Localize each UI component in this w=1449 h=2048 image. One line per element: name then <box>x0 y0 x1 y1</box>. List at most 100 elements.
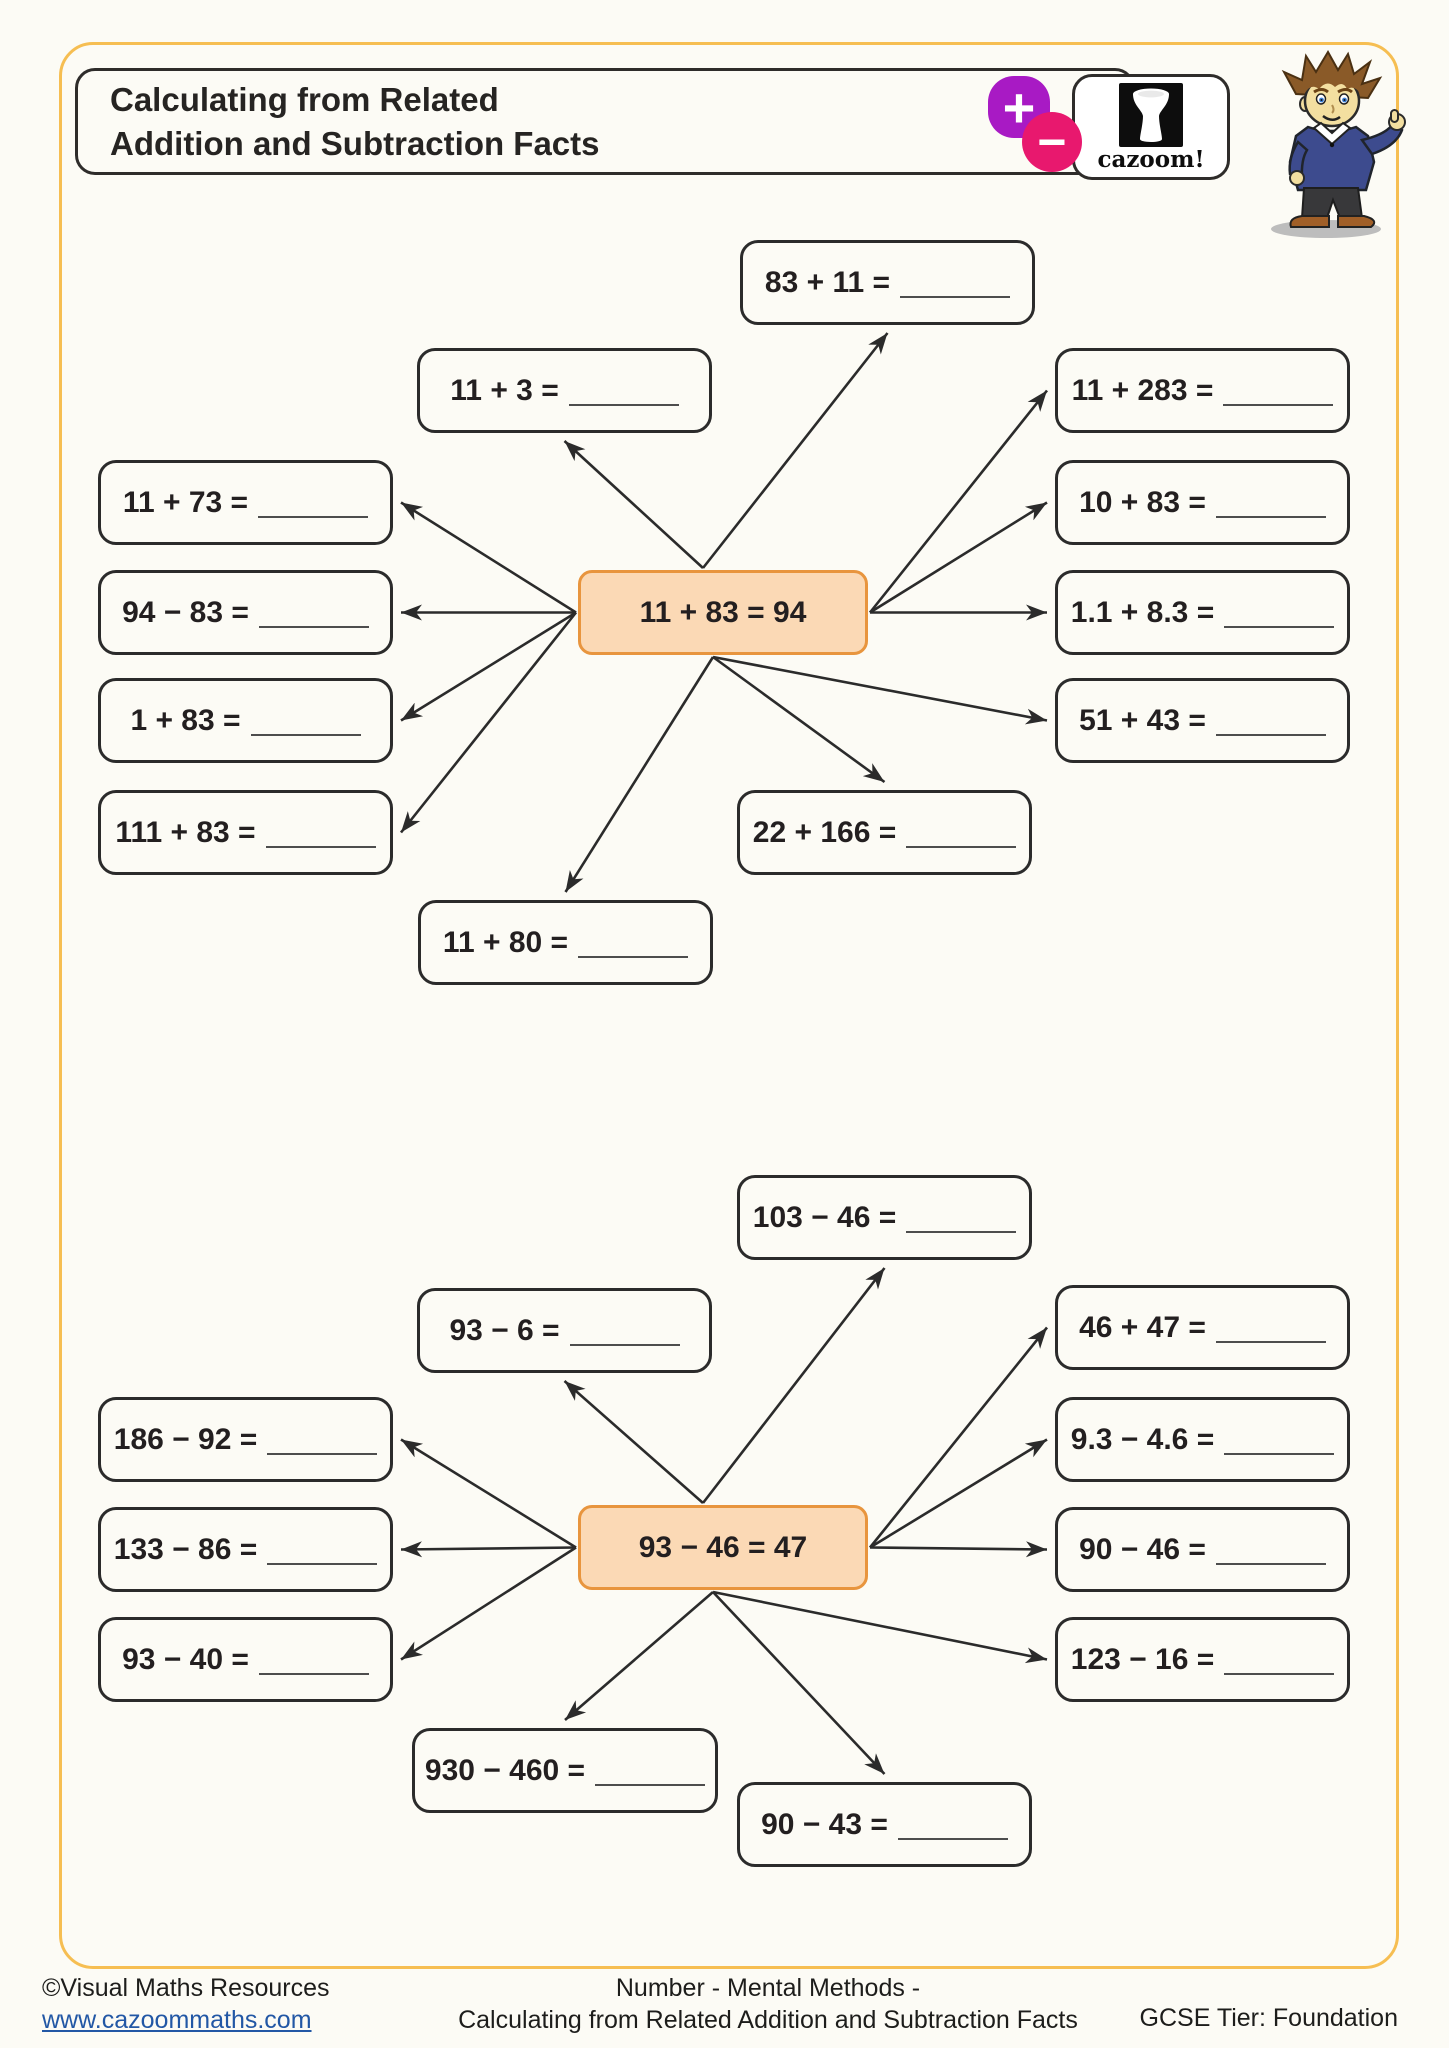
fact-box: 103 − 46 = <box>737 1175 1032 1260</box>
relation-arrow <box>563 440 704 569</box>
relation-arrow <box>701 1267 886 1504</box>
answer-blank <box>906 1230 1017 1233</box>
answer-blank <box>258 625 369 628</box>
title-box: Calculating from Related Addition and Su… <box>75 68 1135 175</box>
answer-blank <box>1223 403 1334 406</box>
fact-label: 90 − 43 = <box>761 1807 888 1841</box>
relation-arrow <box>712 655 886 784</box>
fact-label: 186 − 92 = <box>113 1422 258 1456</box>
fact-box: 11 + 3 = <box>417 348 712 433</box>
fact-box: 51 + 43 = <box>1055 678 1350 763</box>
fact-box: 90 − 43 = <box>737 1782 1032 1867</box>
drum-icon <box>1119 83 1183 147</box>
center-fact-label: 11 + 83 = 94 <box>639 595 807 629</box>
fact-label: 1 + 83 = <box>130 703 241 737</box>
fact-box: 22 + 166 = <box>737 790 1032 875</box>
fact-label: 111 + 83 = <box>115 815 256 849</box>
fact-box: 111 + 83 = <box>98 790 393 875</box>
fact-box: 11 + 80 = <box>418 900 713 985</box>
cazoommaths-link[interactable]: www.cazoommaths.com <box>42 2006 312 2034</box>
page-title-line2: Addition and Subtraction Facts <box>110 124 600 162</box>
fact-label: 93 − 40 = <box>122 1642 249 1676</box>
answer-blank <box>1215 733 1326 736</box>
relation-arrow <box>564 656 715 893</box>
fact-box: 90 − 46 = <box>1055 1507 1350 1592</box>
page-border <box>59 42 1399 1969</box>
fact-box: 93 − 40 = <box>98 1617 393 1702</box>
footer-topic: Number - Mental Methods - Calculating fr… <box>368 1972 1168 2036</box>
answer-blank <box>897 1837 1008 1840</box>
answer-blank <box>1215 515 1326 518</box>
center-fact-label: 93 − 46 = 47 <box>638 1530 808 1564</box>
topic-line1: Number - Mental Methods - <box>615 1974 921 2002</box>
cazoom-logo: cazoom! <box>1072 74 1230 180</box>
relation-arrow <box>869 1541 1048 1558</box>
fact-box: 1 + 83 = <box>98 678 393 763</box>
fact-label: 11 + 73 = <box>122 485 249 519</box>
fact-box: 10 + 83 = <box>1055 460 1350 545</box>
relation-arrow <box>868 389 1049 614</box>
relation-arrow <box>399 611 578 834</box>
answer-blank <box>595 1783 706 1786</box>
relation-arrow <box>400 1438 577 1549</box>
fact-label: 1.1 + 8.3 = <box>1070 595 1215 629</box>
relation-arrow <box>712 1591 886 1775</box>
center-fact-box: 11 + 83 = 94 <box>578 570 868 655</box>
fact-label: 123 − 16 = <box>1070 1642 1215 1676</box>
fact-label: 83 + 11 = <box>764 265 891 299</box>
fact-box: 94 − 83 = <box>98 570 393 655</box>
answer-blank <box>568 403 679 406</box>
fact-box: 930 − 460 = <box>412 1728 718 1813</box>
fact-box: 1.1 + 8.3 = <box>1055 570 1350 655</box>
answer-blank <box>258 1672 369 1675</box>
center-fact-box: 93 − 46 = 47 <box>578 1505 868 1590</box>
relation-arrow <box>712 1590 1048 1664</box>
fact-box: 11 + 73 = <box>98 460 393 545</box>
relation-arrow <box>563 1380 704 1504</box>
copyright-text: ©Visual Maths Resources <box>42 1974 330 2002</box>
topic-line2: Calculating from Related Addition and Su… <box>458 2006 1078 2034</box>
relation-arrow <box>400 501 577 614</box>
answer-blank <box>900 295 1011 298</box>
fact-label: 103 − 46 = <box>752 1200 897 1234</box>
fact-label: 22 + 166 = <box>752 815 897 849</box>
fact-label: 94 − 83 = <box>122 595 249 629</box>
fact-box: 93 − 6 = <box>417 1288 712 1373</box>
relation-arrow <box>400 611 577 722</box>
answer-blank <box>1224 1672 1335 1675</box>
tier-label: GCSE Tier: Foundation <box>1139 2004 1398 2032</box>
fact-box: 83 + 11 = <box>740 240 1035 325</box>
fact-label: 930 − 460 = <box>424 1753 586 1787</box>
answer-blank <box>265 845 376 848</box>
fact-box: 46 + 47 = <box>1055 1285 1350 1370</box>
answer-blank <box>1224 625 1335 628</box>
fact-label: 90 − 46 = <box>1079 1532 1206 1566</box>
footer-credits: ©Visual Maths Resources www.cazoommaths.… <box>42 1972 330 2036</box>
fact-label: 93 − 6 = <box>449 1313 560 1347</box>
relation-arrow <box>868 1326 1049 1549</box>
fact-label: 10 + 83 = <box>1079 485 1206 519</box>
relation-arrow <box>564 1591 714 1721</box>
fact-box: 9.3 − 4.6 = <box>1055 1397 1350 1482</box>
answer-blank <box>250 733 361 736</box>
fact-label: 9.3 − 4.6 = <box>1070 1422 1215 1456</box>
fact-box: 186 − 92 = <box>98 1397 393 1482</box>
fact-label: 51 + 43 = <box>1079 703 1206 737</box>
relation-arrow <box>400 1546 577 1661</box>
fact-label: 46 + 47 = <box>1079 1310 1206 1344</box>
page-title-line1: Calculating from Related <box>110 80 499 118</box>
answer-blank <box>258 515 369 518</box>
answer-blank <box>906 845 1017 848</box>
fact-box: 133 − 86 = <box>98 1507 393 1592</box>
relation-arrow <box>400 1541 577 1558</box>
fact-label: 11 + 3 = <box>450 373 559 407</box>
answer-blank <box>1224 1452 1335 1455</box>
minus-icon: − <box>1022 112 1082 172</box>
relation-arrow <box>869 501 1048 614</box>
relation-arrow <box>869 1438 1048 1549</box>
answer-blank <box>267 1562 378 1565</box>
fact-label: 11 + 80 = <box>442 925 569 959</box>
mascot-boy <box>1271 50 1406 238</box>
answer-blank <box>1215 1340 1326 1343</box>
